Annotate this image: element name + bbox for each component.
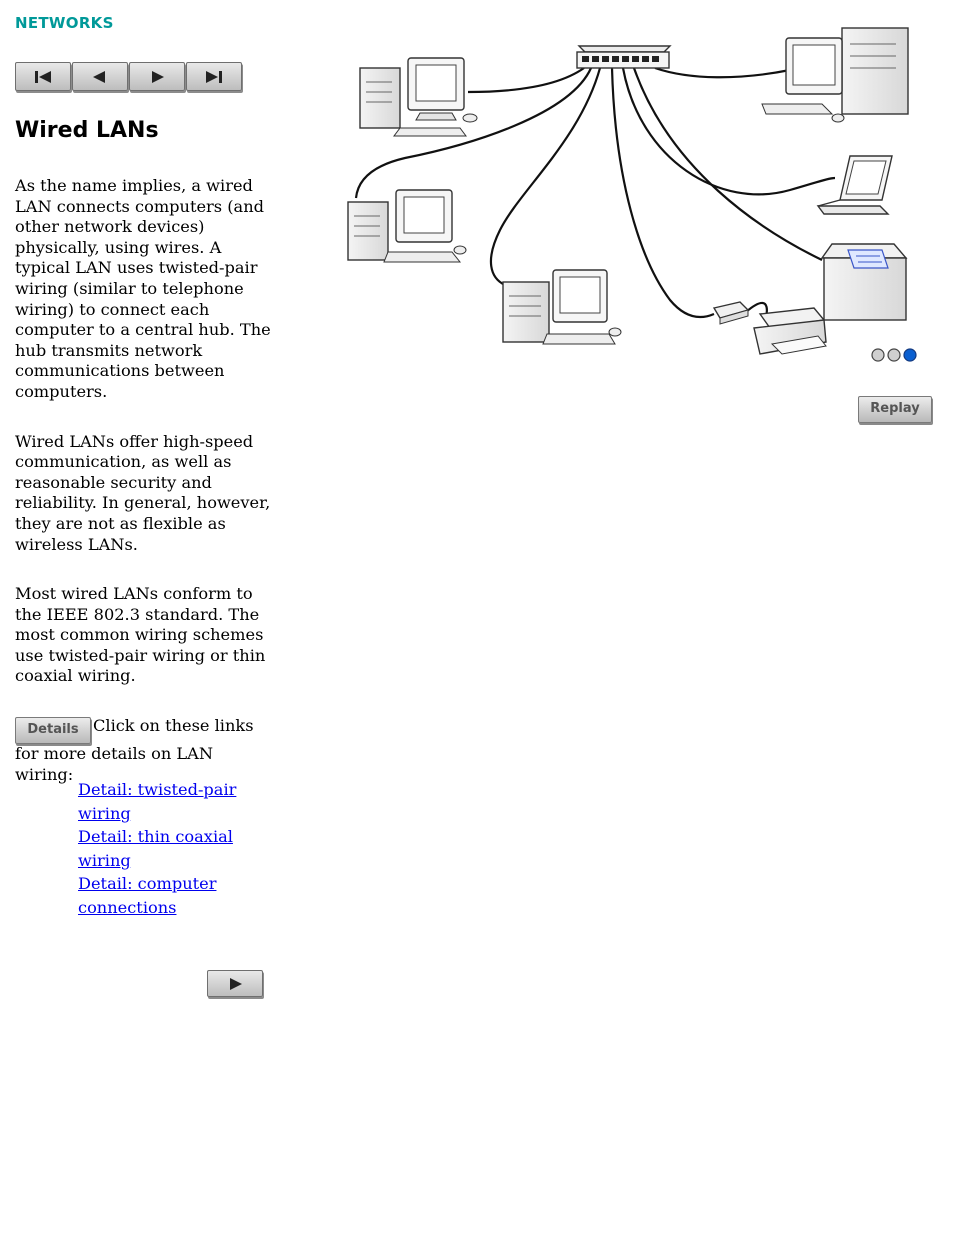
- paragraph: As the name implies, a wired LAN connect…: [15, 176, 271, 401]
- detail-links: Detail: twisted-pair wiring Detail: thin…: [78, 778, 263, 920]
- print-server: [712, 301, 750, 325]
- paragraph: Wired LANs offer high-speed communicatio…: [15, 431, 271, 554]
- next-page-button-bottom[interactable]: [207, 970, 263, 997]
- network-diagram: [347, 27, 917, 362]
- laptop-computer: [816, 155, 893, 215]
- first-page-button[interactable]: [15, 62, 71, 91]
- last-page-icon: [206, 70, 222, 83]
- desktop-computer: [761, 27, 909, 123]
- next-page-icon: [152, 70, 164, 83]
- replay-button[interactable]: Replay: [858, 396, 932, 423]
- desktop-computer: [347, 189, 467, 263]
- link-twisted-pair-wiring[interactable]: Detail: twisted-pair wiring: [78, 780, 237, 823]
- previous-page-button[interactable]: [72, 62, 128, 91]
- section-label: NETWORKS: [15, 14, 114, 32]
- inkjet-printer: [753, 307, 827, 355]
- link-computer-connections[interactable]: Detail: computer connections: [78, 874, 217, 917]
- network-cables: [354, 66, 836, 319]
- desktop-computer: [359, 57, 478, 137]
- hub-device: [576, 45, 672, 69]
- next-page-icon: [230, 977, 242, 990]
- details-button[interactable]: Details: [15, 717, 91, 745]
- page-title: Wired LANs: [15, 118, 159, 143]
- step-dot[interactable]: [871, 348, 885, 362]
- previous-page-icon: [93, 70, 105, 83]
- last-page-button[interactable]: [186, 62, 242, 91]
- laser-printer: [820, 243, 908, 321]
- next-page-button[interactable]: [129, 62, 185, 91]
- paragraph: Most wired LANs conform to the IEEE 802.…: [15, 584, 266, 686]
- details-text: Click on these links for more details on…: [15, 716, 254, 784]
- first-page-icon: [35, 70, 51, 83]
- desktop-computer: [502, 269, 622, 345]
- step-dot[interactable]: [887, 348, 901, 362]
- body-copy: As the name implies, a wired LAN connect…: [15, 176, 271, 814]
- animation-step-indicator: [871, 348, 917, 362]
- link-thin-coaxial-wiring[interactable]: Detail: thin coaxial wiring: [78, 827, 233, 870]
- page-nav: [15, 62, 242, 91]
- step-dot-active[interactable]: [903, 348, 917, 362]
